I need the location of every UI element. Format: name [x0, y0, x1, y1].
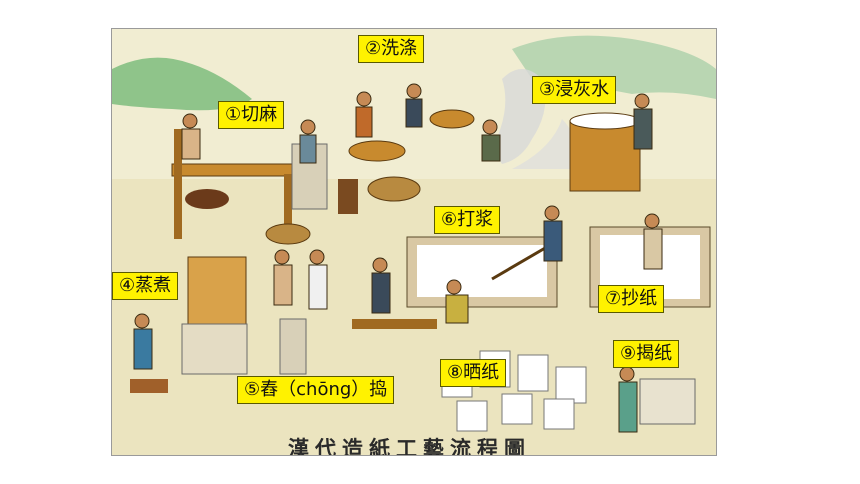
lime-water — [569, 112, 641, 130]
illustration-caption: 漢代造紙工藝流程圖 — [288, 436, 531, 456]
stirring-pole — [491, 242, 553, 281]
drying-sheet — [517, 354, 549, 392]
smoke — [512, 119, 576, 169]
step-label-6-beating-pulp: ⑥打浆 — [434, 206, 501, 234]
basin — [185, 189, 229, 209]
step-label-5-pounding: ⑤舂（chōng）捣 — [237, 376, 395, 404]
table-post — [174, 129, 182, 239]
jar — [338, 179, 358, 214]
step-label-2-washing: ②洗涤 — [358, 35, 425, 63]
step-label-8-drying: ⑧晒纸 — [440, 359, 507, 387]
step-label-7-sheet-forming: ⑦抄纸 — [598, 285, 665, 313]
mortar — [279, 318, 307, 375]
illustration-drawing — [112, 29, 716, 455]
step-label-3-lime-soak: ③浸灰水 — [532, 76, 617, 104]
step-label-9-peeling: ⑨揭纸 — [613, 340, 680, 368]
lime-tub — [569, 120, 641, 192]
wash-tub — [348, 140, 406, 162]
paper-stack — [639, 378, 696, 425]
stove — [181, 323, 248, 375]
pulp — [417, 245, 547, 297]
step-label-1-cutting-hemp: ①切麻 — [218, 101, 285, 129]
drying-sheet — [543, 398, 575, 430]
basket — [367, 176, 421, 202]
papermaking-illustration: ②洗涤 ①切麻 ③浸灰水 ⑥打浆 ④蒸煮 ⑦抄纸 ⑨揭纸 ⑧晒纸 ⑤舂（chōn… — [111, 28, 717, 456]
hill — [512, 35, 716, 99]
cutting-table — [171, 163, 293, 177]
hill — [112, 57, 252, 111]
firewood — [130, 379, 168, 393]
steamer-barrel — [187, 256, 247, 326]
drying-sheet — [555, 366, 587, 404]
table-post — [284, 174, 292, 234]
drying-sheet — [501, 393, 533, 425]
step-label-4-steaming: ④蒸煮 — [112, 272, 179, 300]
pestle-beam — [352, 319, 437, 329]
basket — [265, 223, 311, 245]
workers — [133, 83, 663, 433]
wash-tub — [429, 109, 475, 129]
drying-sheet — [456, 400, 488, 432]
